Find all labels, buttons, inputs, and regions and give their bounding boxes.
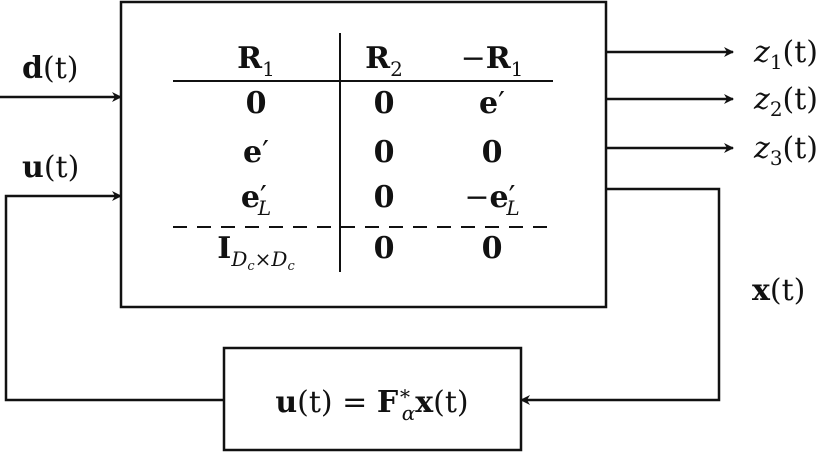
table-cell: 0 — [482, 231, 503, 266]
table-cell: −e′L — [464, 180, 519, 220]
plant-box — [119, 0, 608, 309]
output-label-z3: z3(t) — [753, 131, 818, 170]
feedback-loop-arrow — [4, 191, 224, 402]
table-header-neg-r1: −R1 — [461, 41, 524, 81]
table-cell: 0 — [246, 86, 267, 121]
controller-box — [222, 346, 523, 452]
table-cell: IDc×Dc — [217, 231, 295, 274]
output-label-z2: z2(t) — [753, 82, 818, 121]
control-input-label: u(t) — [22, 150, 79, 185]
table-cell: e′ — [479, 86, 505, 121]
table-cell: 0 — [482, 135, 503, 170]
table-cell: 0 — [374, 135, 395, 170]
disturbance-label: d(t) — [22, 51, 78, 86]
output-label-z1: z1(t) — [753, 35, 818, 74]
table-cell: e′L — [241, 180, 271, 220]
table-header-r1: R1 — [237, 41, 275, 81]
table-cell: e′ — [243, 135, 269, 170]
table-header-r2: R2 — [365, 41, 403, 81]
controller-equation: u(t) = F∗αx(t) — [275, 381, 468, 425]
table-cell: 0 — [374, 180, 395, 215]
state-label: x(t) — [752, 273, 805, 308]
table-cell: 0 — [374, 86, 395, 121]
state-arrow — [520, 187, 721, 405]
table-cell: 0 — [374, 231, 395, 266]
